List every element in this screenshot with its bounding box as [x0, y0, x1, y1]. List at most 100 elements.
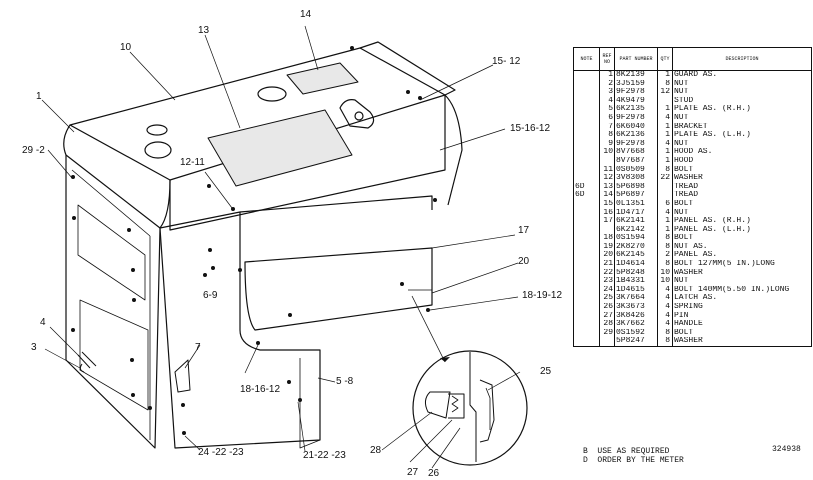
cell-part: 6K2141 — [614, 217, 658, 226]
callout-26: 26 — [428, 468, 440, 479]
cell-note — [573, 165, 600, 175]
callout-7: 7 — [195, 342, 201, 353]
callout-3: 3 — [31, 342, 37, 353]
cell-desc: HOOD — [672, 156, 812, 166]
cell-qty — [657, 96, 673, 106]
cell-note — [573, 70, 600, 80]
cell-ref: 1 — [599, 70, 615, 80]
cell-qty: 8 — [657, 328, 673, 338]
cell-part: 8V7668 — [614, 148, 658, 157]
cell-note — [573, 320, 600, 329]
cell-ref: 24 — [599, 285, 615, 295]
cell-desc: WASHER — [672, 268, 812, 278]
drawing-number: 324938 — [772, 445, 801, 454]
cell-part: 9F2978 — [614, 113, 658, 123]
cell-ref: 17 — [599, 217, 615, 226]
cell-part: 9F2978 — [614, 88, 658, 97]
cell-part: 5P6897 — [614, 191, 658, 200]
part-4 — [77, 351, 97, 369]
cell-ref: 19 — [599, 242, 615, 252]
cell-desc: LATCH AS. — [672, 294, 812, 304]
cell-qty: 12 — [657, 88, 673, 97]
cell-qty: 1 — [657, 70, 673, 80]
detail-circle — [412, 350, 528, 466]
cell-qty: 4 — [657, 320, 673, 329]
cell-qty: 1 — [657, 225, 673, 235]
cell-part: 0L1351 — [614, 199, 658, 209]
callout-15-16-12: 15-16-12 — [510, 123, 551, 134]
hood-side — [169, 95, 446, 231]
cell-ref: 4 — [599, 96, 615, 106]
cell-part: 6K2136 — [614, 131, 658, 140]
cell-desc: BOLT — [672, 234, 812, 243]
cell-qty — [657, 191, 673, 200]
cell-ref: 10 — [599, 148, 615, 157]
left-lower-panel — [79, 299, 149, 411]
cell-note — [573, 199, 600, 209]
cell-note — [573, 174, 600, 183]
cell-qty: 6 — [657, 199, 673, 209]
cell-desc: PANEL AS. (L.H.) — [672, 225, 812, 235]
table-header-row: NOTE REF NO PART NUMBER QTY DESCRIPTION — [573, 47, 812, 71]
cell-note — [573, 251, 600, 261]
hood-hole-1 — [257, 86, 287, 102]
parts-list-table: NOTE REF NO PART NUMBER QTY DESCRIPTION … — [573, 47, 812, 348]
hood-front-edge — [63, 124, 171, 229]
cell-part: 5P8248 — [614, 268, 658, 278]
cell-desc: NUT AS. — [672, 242, 812, 252]
cell-part: 1B4331 — [614, 277, 658, 286]
left-panel-recess — [77, 204, 146, 301]
cell-part: 2K8270 — [614, 242, 658, 252]
callout-18-16-12: 18-16-12 — [240, 384, 281, 395]
footnote-d: D ORDER BY THE METER — [583, 456, 684, 465]
cell-desc: PIN — [672, 311, 812, 321]
cell-desc: BOLT 140MM(5.50 IN.)LONG — [672, 285, 812, 295]
cell-desc: NUT — [672, 208, 812, 218]
cell-ref: 12 — [599, 174, 615, 183]
cell-desc: HOOD AS. — [672, 148, 812, 157]
cell-desc: NUT — [672, 139, 812, 149]
cell-desc: PANEL AS. — [672, 251, 812, 261]
callout-21-22-23: 21-22 -23 — [303, 450, 346, 461]
header-note: NOTE — [573, 47, 600, 71]
cell-note — [573, 328, 600, 338]
hood-rear-lip — [359, 41, 456, 96]
cell-note — [573, 88, 600, 97]
cell-qty: 4 — [657, 303, 673, 312]
cell-desc: STUD — [672, 96, 812, 106]
cell-qty: 8 — [657, 234, 673, 243]
cell-part: 3K8426 — [614, 311, 658, 321]
cell-note — [573, 242, 600, 252]
cell-part: 3K7662 — [614, 320, 658, 329]
cell-qty: 4 — [657, 311, 673, 321]
cell-qty: 1 — [657, 131, 673, 140]
cell-ref: 20 — [599, 251, 615, 261]
left-side-plate — [65, 155, 161, 449]
cell-note: 6D — [573, 182, 600, 192]
exploded-parts-drawing: 14 13 10 1 15- 12 15-16-12 29 -2 12-11 1… — [22, 10, 562, 479]
cell-qty: 1 — [657, 156, 673, 166]
cell-desc: WASHER — [672, 337, 812, 348]
callout-15-12: 15- 12 — [492, 56, 521, 67]
cell-ref: 18 — [599, 234, 615, 243]
cell-ref: 26 — [599, 303, 615, 312]
cell-note — [573, 139, 600, 149]
callout-13: 13 — [198, 25, 210, 36]
cell-ref: 22 — [599, 268, 615, 278]
cell-note — [573, 217, 600, 226]
cell-part: 3K7664 — [614, 294, 658, 304]
cell-ref: 16 — [599, 208, 615, 218]
cell-note — [573, 96, 600, 106]
